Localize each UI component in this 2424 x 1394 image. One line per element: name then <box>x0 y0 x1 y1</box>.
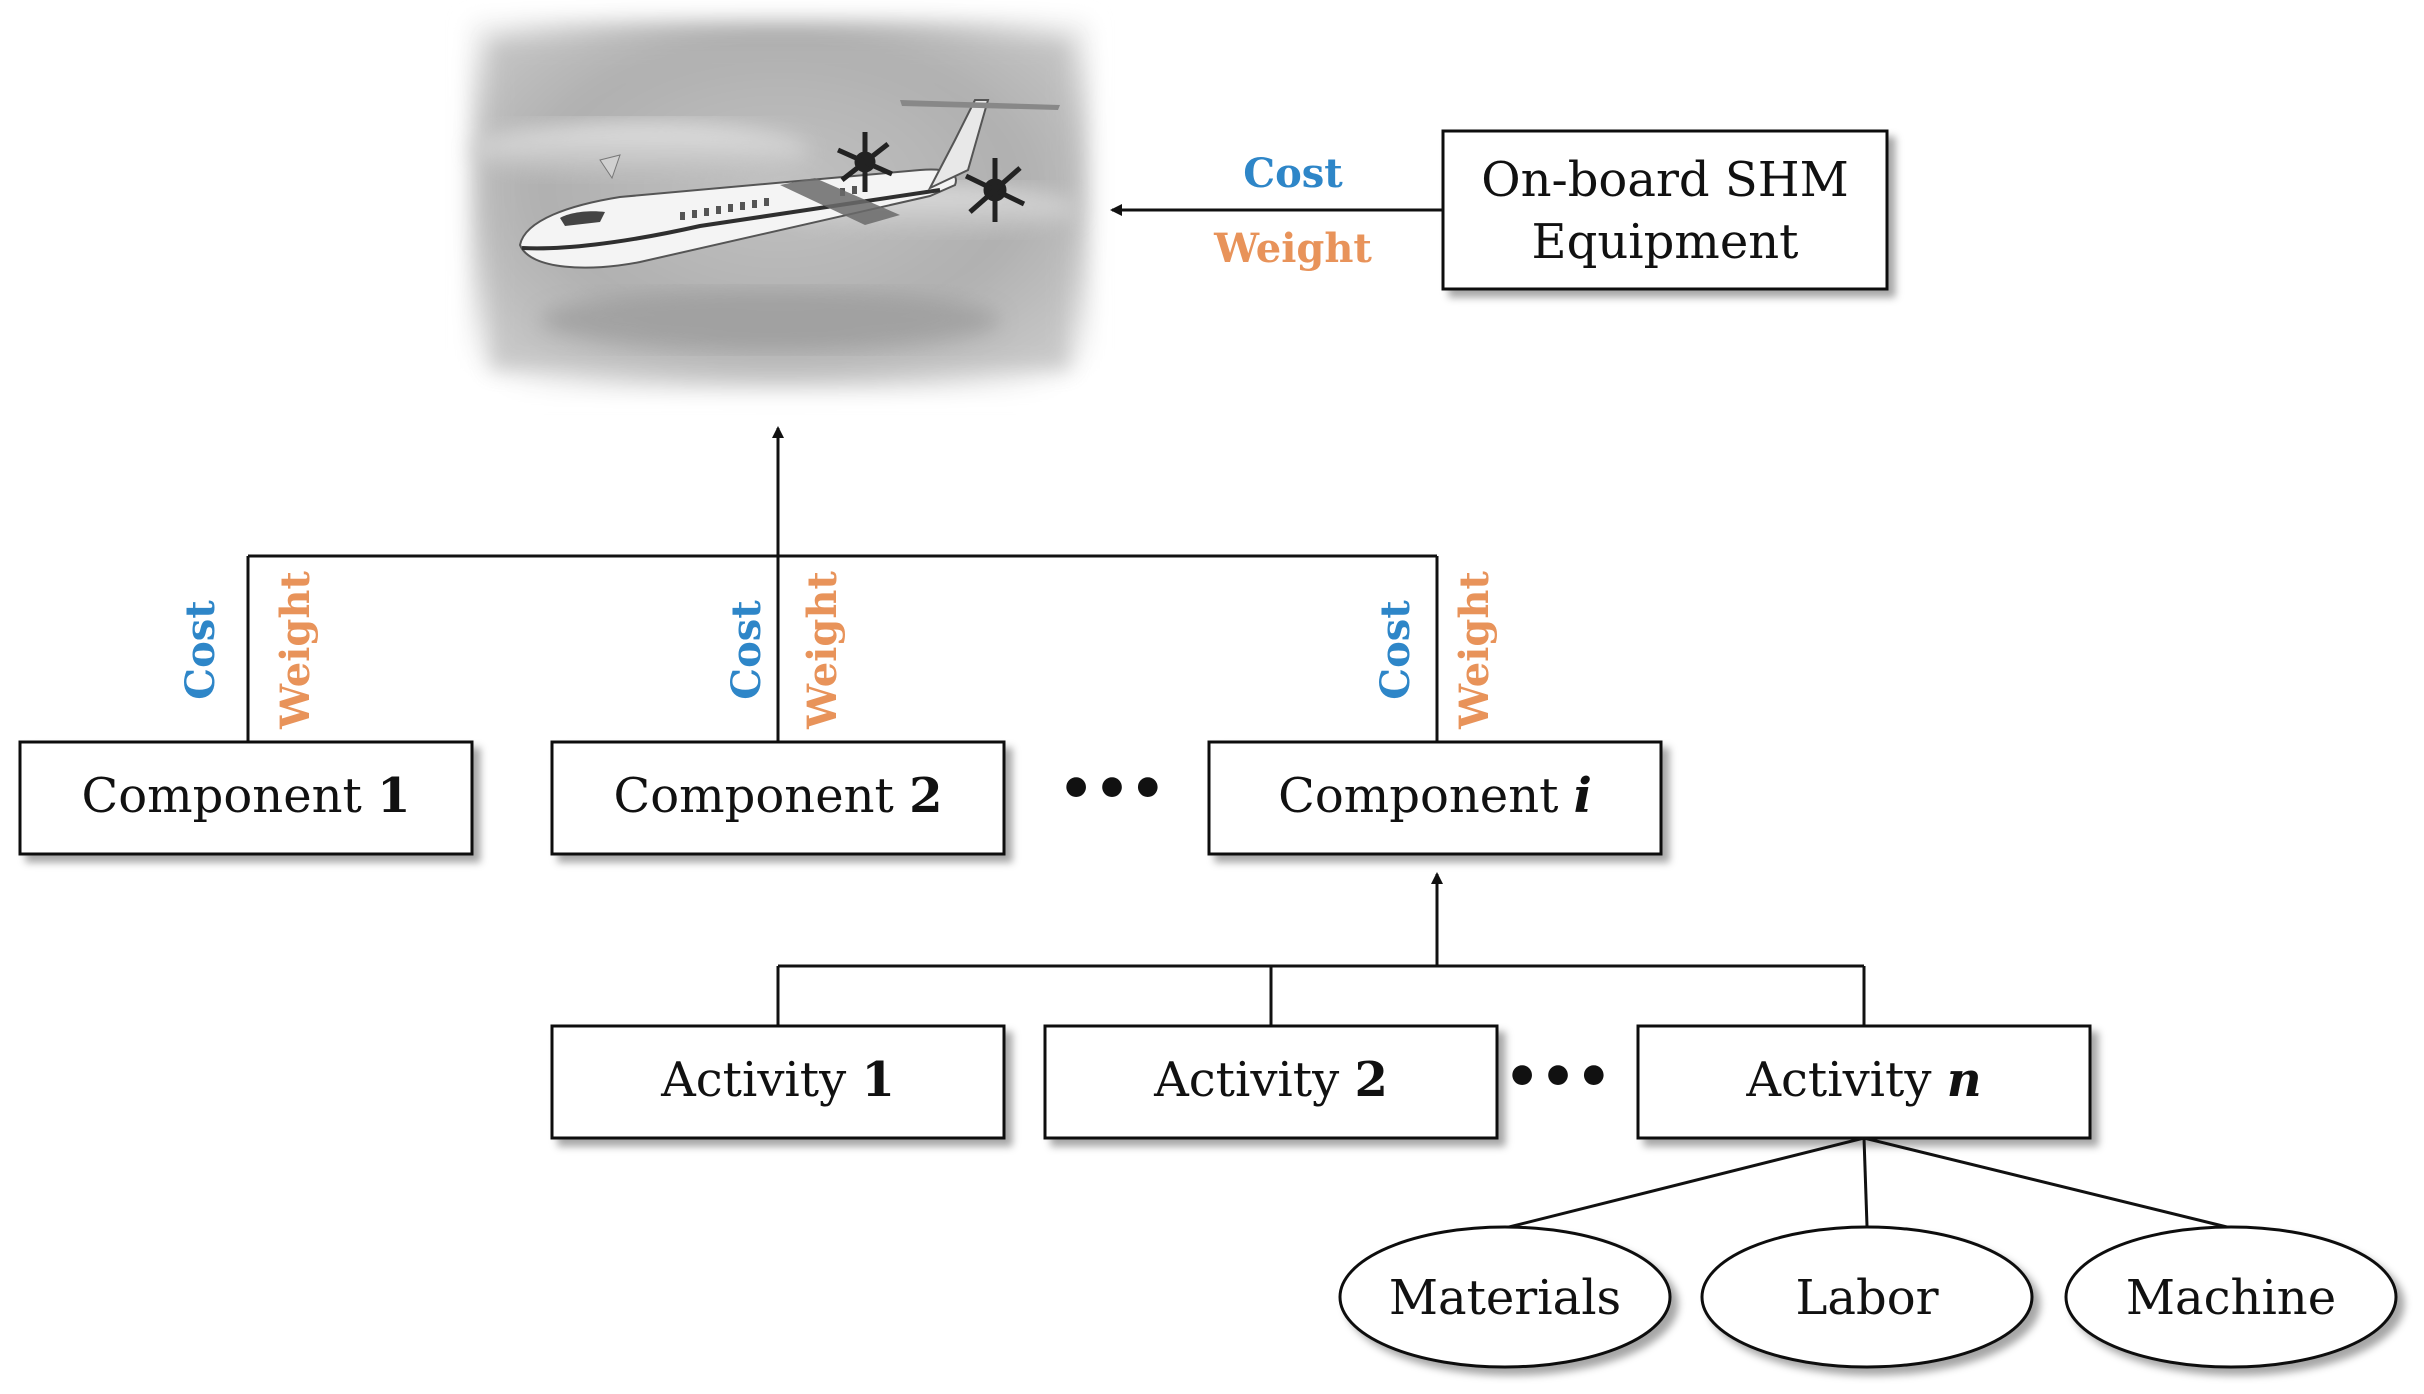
activity-1-label: Activity <box>660 1052 861 1108</box>
shm-cost-label: Cost <box>1243 150 1343 197</box>
svg-text:Activity n: Activity n <box>1745 1052 1981 1108</box>
svg-text:Activity 1: Activity 1 <box>660 1052 895 1108</box>
activity-2-label: Activity <box>1153 1052 1354 1108</box>
resource-connectors <box>1504 1136 2232 1230</box>
component-box-i: Component i <box>1207 740 1663 856</box>
component-1-index: 1 <box>377 768 410 824</box>
activity-1-index: 1 <box>861 1052 894 1108</box>
resource-labor: Labor <box>1700 1225 2034 1369</box>
component-1-weight-label: Weight <box>272 571 319 730</box>
activity-n-label: Activity <box>1745 1052 1946 1108</box>
component-box-2: Component 2 <box>550 740 1006 856</box>
component-i-label: Component <box>1278 768 1574 824</box>
activity-box-n: Activity n <box>1636 1024 2092 1140</box>
activity-n-index: n <box>1947 1052 1982 1108</box>
component-connectors <box>246 554 1439 742</box>
shm-equipment-box: On-board SHM Equipment <box>1441 129 1889 291</box>
activity-box-2: Activity 2 <box>1043 1024 1499 1140</box>
svg-text:Activity 2: Activity 2 <box>1153 1052 1388 1108</box>
svg-text:Component i: Component i <box>1278 768 1592 824</box>
resource-labor-label: Labor <box>1795 1270 1938 1326</box>
component-1-label: Component <box>82 768 378 824</box>
resource-machine-label: Machine <box>2126 1270 2336 1326</box>
component-2-cost-label: Cost <box>723 600 770 700</box>
activity-box-1: Activity 1 <box>550 1024 1006 1140</box>
resource-machine: Machine <box>2064 1225 2398 1369</box>
component-1-cost-label: Cost <box>177 600 224 700</box>
svg-text:Component 2: Component 2 <box>614 768 943 824</box>
resource-materials: Materials <box>1338 1225 1672 1369</box>
component-i-weight-label: Weight <box>1451 571 1498 730</box>
shm-equipment-line1: On-board SHM <box>1481 152 1849 208</box>
component-i-cost-label: Cost <box>1372 600 1419 700</box>
svg-text:Component 1: Component 1 <box>82 768 411 824</box>
resource-materials-label: Materials <box>1389 1270 1621 1326</box>
component-ellipsis: ••• <box>1058 757 1165 822</box>
activity-ellipsis: ••• <box>1504 1045 1611 1110</box>
component-2-weight-label: Weight <box>799 571 846 730</box>
component-2-index: 2 <box>909 768 942 824</box>
component-box-1: Component 1 <box>18 740 474 856</box>
component-2-label: Component <box>614 768 910 824</box>
shm-equipment-line2: Equipment <box>1532 214 1799 270</box>
shm-weight-label: Weight <box>1213 225 1372 272</box>
activity-connectors <box>776 964 1866 1026</box>
aircraft-photo-icon <box>470 20 1090 390</box>
component-i-index: i <box>1574 768 1592 824</box>
activity-2-index: 2 <box>1354 1052 1387 1108</box>
